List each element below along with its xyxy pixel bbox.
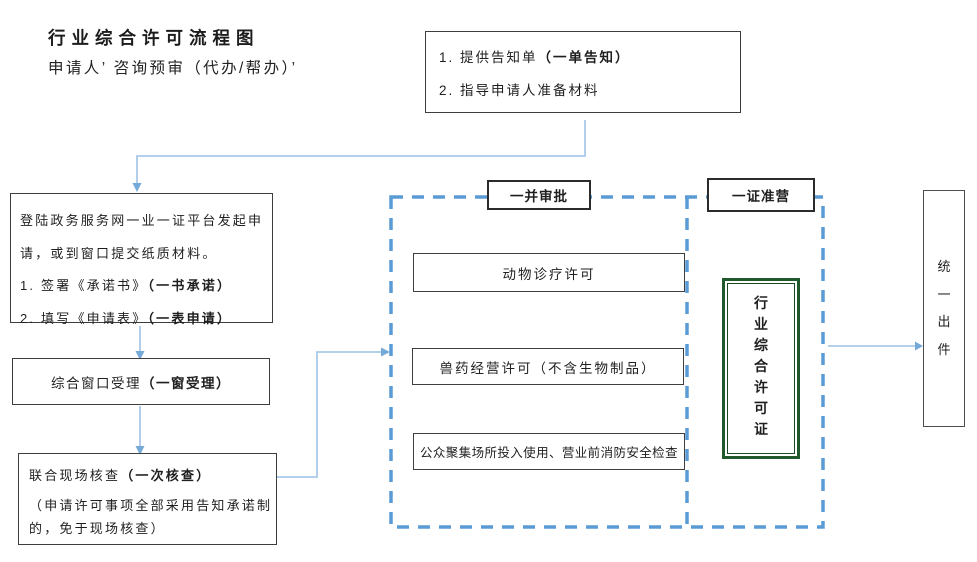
notice-line-bold: （一单告知）: [537, 50, 631, 65]
dashed-region-border: [389, 195, 825, 529]
notice-line-text: 2. 指导申请人准备材料: [439, 83, 600, 98]
approval-item-fire-safety: 公众聚集场所投入使用、营业前消防安全检查: [413, 433, 685, 470]
window-acceptance-bold: （一窗受理）: [141, 375, 231, 391]
apply-item-text: 2. 填写《申请表》: [20, 310, 148, 326]
inspection-note-line: 的，免于现场核查）: [29, 520, 166, 536]
inspection-note-line: （申请许可事项全部采用告知承诺制: [29, 498, 273, 513]
inspection-title-text: 联合现场核查: [29, 468, 121, 483]
page-title: 行业综合许可流程图: [48, 28, 260, 48]
inspection-note: （申请许可事项全部采用告知承诺制 的，免于现场核查）: [29, 495, 270, 540]
joint-approval-label: 一并审批: [487, 180, 591, 210]
apply-paragraph-line: 请，或到窗口提交纸质材料。: [20, 245, 218, 261]
arrow-right-output-icon: [915, 341, 923, 351]
inspection-title-bold: （一次核查）: [120, 468, 212, 483]
connector-notice-to-apply: [136, 120, 586, 184]
apply-item-bold: （一书承诺）: [147, 278, 233, 293]
notice-box: 1. 提供告知单（一单告知） 2. 指导申请人准备材料: [425, 31, 741, 113]
arrow-down-inspect-icon: [135, 446, 145, 455]
inspection-title: 联合现场核查（一次核查）: [29, 466, 270, 486]
apply-item: 2. 填写《申请表》（一表申请）: [20, 303, 263, 336]
window-acceptance-box: 综合窗口受理（一窗受理）: [12, 358, 270, 405]
unified-output-box: 统一出件: [923, 190, 965, 427]
apply-paragraph-line: 登陆政务服务网一业一证平台发起申: [20, 213, 264, 228]
notice-line: 2. 指导申请人准备材料: [439, 74, 732, 107]
approval-item-animal-clinic: 动物诊疗许可: [413, 253, 685, 292]
notice-line-text: 1. 提供告知单: [439, 50, 538, 65]
apply-item-bold: （一表申请）: [147, 310, 233, 326]
apply-item-text: 1. 签署《承诺书》: [20, 278, 148, 293]
apply-item: 1. 签署《承诺书》（一书承诺）: [20, 270, 263, 303]
apply-box: 登陆政务服务网一业一证平台发起申 请，或到窗口提交纸质材料。 1. 签署《承诺书…: [10, 193, 273, 326]
permit-label: 一证准营: [707, 178, 815, 212]
page-subtitle: 申请人’ 咨询预审（代办/帮办）’: [48, 60, 298, 77]
license-certificate-box: 行业综合许可证: [722, 278, 800, 459]
window-acceptance-text: 综合窗口受理: [51, 375, 141, 391]
arrow-down-apply-icon: [132, 183, 142, 192]
inspection-box: 联合现场核查（一次核查） （申请许可事项全部采用告知承诺制 的，免于现场核查）: [18, 453, 277, 545]
notice-line: 1. 提供告知单（一单告知）: [439, 41, 732, 74]
arrow-down-window-icon: [135, 351, 145, 360]
approval-item-vet-medicine: 兽药经营许可（不含生物制品）: [412, 348, 684, 385]
arrow-right-approval-icon: [381, 347, 390, 357]
license-certificate-text: 行业综合许可证: [754, 295, 768, 437]
connector-inspect-to-approval: [277, 351, 381, 478]
unified-output-text: 统一出件: [937, 259, 951, 357]
license-certificate-inner-border: 行业综合许可证: [727, 283, 795, 454]
